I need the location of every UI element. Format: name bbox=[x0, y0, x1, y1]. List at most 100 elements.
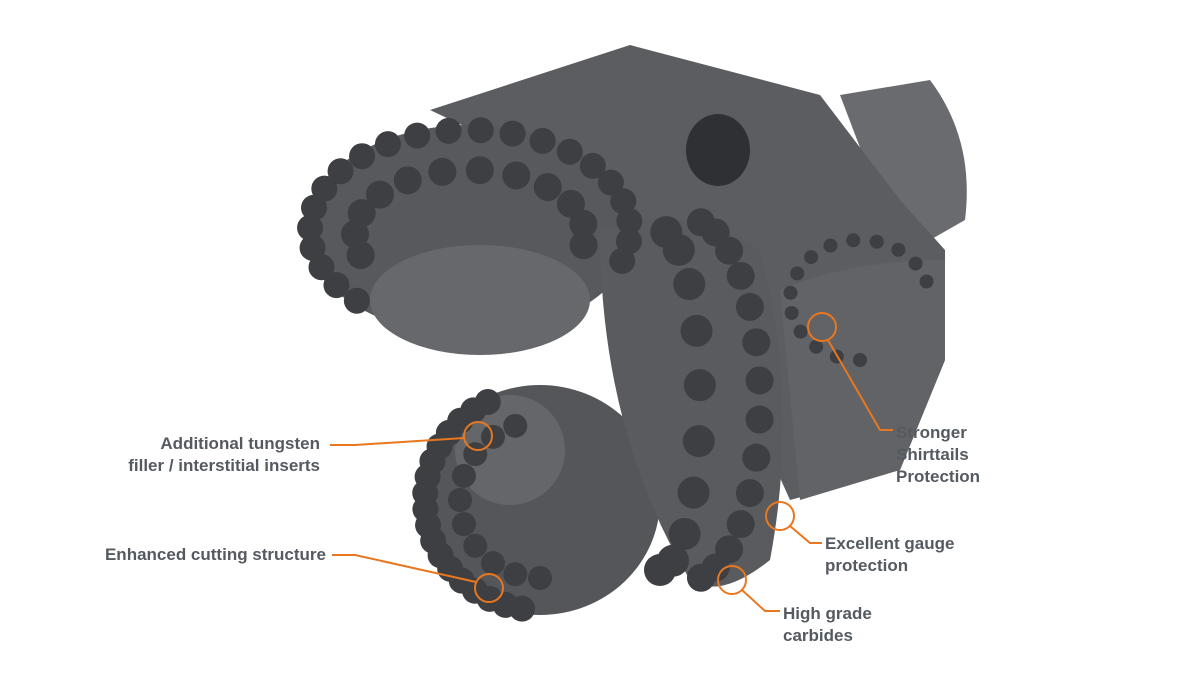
carbide-insert bbox=[301, 194, 328, 221]
carbide-insert bbox=[323, 272, 350, 299]
carbide-insert bbox=[677, 476, 710, 509]
carbide-insert bbox=[465, 156, 494, 185]
label-line: Excellent gauge bbox=[825, 534, 955, 553]
carbide-insert bbox=[467, 117, 494, 144]
carbide-insert bbox=[790, 266, 805, 281]
carbide-insert bbox=[297, 214, 324, 241]
callout-circle-carbides bbox=[717, 565, 747, 595]
carbide-insert bbox=[610, 188, 637, 215]
label-line: Enhanced cutting structure bbox=[104, 545, 326, 564]
carbide-insert bbox=[809, 339, 824, 354]
tricone-bit-body bbox=[297, 45, 967, 622]
label-line: Additional tungsten bbox=[160, 434, 320, 453]
carbide-insert bbox=[891, 242, 906, 257]
carbide-insert bbox=[503, 562, 528, 587]
callout-label-shirttails: Stronger Shirttails Protection bbox=[896, 422, 980, 488]
carbide-insert bbox=[673, 268, 706, 301]
carbide-insert bbox=[569, 231, 598, 260]
callout-circle-tungsten bbox=[463, 421, 493, 451]
carbide-insert bbox=[347, 199, 376, 228]
carbide-insert bbox=[451, 463, 476, 488]
label-line: filler / interstitial inserts bbox=[128, 456, 320, 475]
carbide-insert bbox=[793, 324, 808, 339]
carbide-insert bbox=[480, 551, 505, 576]
carbide-insert bbox=[726, 510, 755, 539]
carbide-insert bbox=[556, 138, 583, 165]
leader-line-gauge bbox=[789, 525, 822, 544]
callout-circle-shirttails bbox=[807, 312, 837, 342]
carbide-insert bbox=[502, 161, 531, 190]
callout-circle-gauge bbox=[765, 501, 795, 531]
callout-circle-cutting bbox=[474, 573, 504, 603]
carbide-insert bbox=[374, 131, 401, 158]
carbide-insert bbox=[846, 233, 861, 248]
carbide-insert bbox=[735, 479, 764, 508]
carbide-insert bbox=[299, 234, 326, 261]
carbide-insert bbox=[327, 158, 354, 185]
carbide-insert bbox=[448, 488, 472, 512]
carbide-insert bbox=[745, 405, 774, 434]
carbide-insert bbox=[745, 366, 774, 395]
carbide-insert bbox=[742, 443, 771, 472]
carbide-insert bbox=[311, 175, 338, 202]
carbide-insert bbox=[668, 517, 701, 550]
carbide-insert bbox=[308, 254, 335, 281]
carbide-insert bbox=[349, 143, 376, 170]
shirttail bbox=[780, 260, 945, 500]
carbide-insert bbox=[428, 157, 457, 186]
carbide-insert bbox=[529, 127, 556, 154]
carbide-insert bbox=[474, 388, 501, 415]
carbide-insert bbox=[346, 241, 375, 270]
carbide-insert bbox=[463, 533, 488, 558]
carbide-insert bbox=[404, 122, 431, 149]
carbide-insert bbox=[533, 173, 562, 202]
carbide-insert bbox=[823, 238, 838, 253]
leader-line-carbides bbox=[741, 589, 780, 612]
carbide-insert bbox=[615, 228, 642, 255]
carbide-insert bbox=[569, 209, 598, 238]
carbide-insert bbox=[579, 152, 606, 179]
leader-line-cutting bbox=[332, 554, 477, 583]
carbide-insert bbox=[726, 261, 755, 290]
carbide-insert bbox=[869, 234, 884, 249]
carbide-insert bbox=[499, 120, 526, 147]
carbide-insert bbox=[556, 189, 585, 218]
carbide-insert bbox=[365, 180, 394, 209]
nozzle-hole bbox=[686, 114, 750, 186]
label-line: Shirttails bbox=[896, 445, 969, 464]
leader-line-shirttails bbox=[827, 339, 893, 431]
carbide-insert bbox=[919, 274, 934, 289]
carbide-insert bbox=[503, 413, 528, 438]
carbide-insert bbox=[783, 285, 798, 300]
carbide-insert bbox=[680, 314, 713, 347]
carbide-inserts bbox=[297, 117, 934, 622]
callout-label-carbides: High grade carbides bbox=[783, 603, 872, 647]
carbide-insert bbox=[480, 424, 505, 449]
carbide-insert bbox=[662, 233, 695, 266]
callout-label-tungsten: Additional tungsten filler / interstitia… bbox=[128, 433, 320, 477]
carbide-insert bbox=[528, 566, 552, 590]
carbide-insert bbox=[715, 236, 744, 265]
label-line: Stronger bbox=[896, 423, 967, 442]
carbide-insert bbox=[784, 305, 799, 320]
carbide-insert bbox=[609, 247, 636, 274]
carbide-insert bbox=[597, 169, 624, 196]
carbide-insert bbox=[742, 328, 771, 357]
carbide-insert bbox=[853, 353, 867, 367]
label-line: High grade bbox=[783, 604, 872, 623]
carbide-insert bbox=[644, 554, 676, 586]
carbide-insert bbox=[682, 425, 715, 458]
label-line: Protection bbox=[896, 467, 981, 486]
callout-label-gauge: Excellent gauge protection bbox=[825, 533, 954, 577]
threaded-pin bbox=[840, 80, 967, 240]
carbide-insert bbox=[616, 208, 643, 235]
label-line: protection bbox=[825, 556, 909, 575]
label-line: carbides bbox=[783, 626, 853, 645]
carbide-insert bbox=[683, 369, 716, 402]
carbide-insert bbox=[686, 563, 715, 592]
carbide-insert bbox=[393, 166, 422, 195]
carbide-insert bbox=[908, 256, 923, 271]
carbide-insert bbox=[451, 512, 476, 537]
